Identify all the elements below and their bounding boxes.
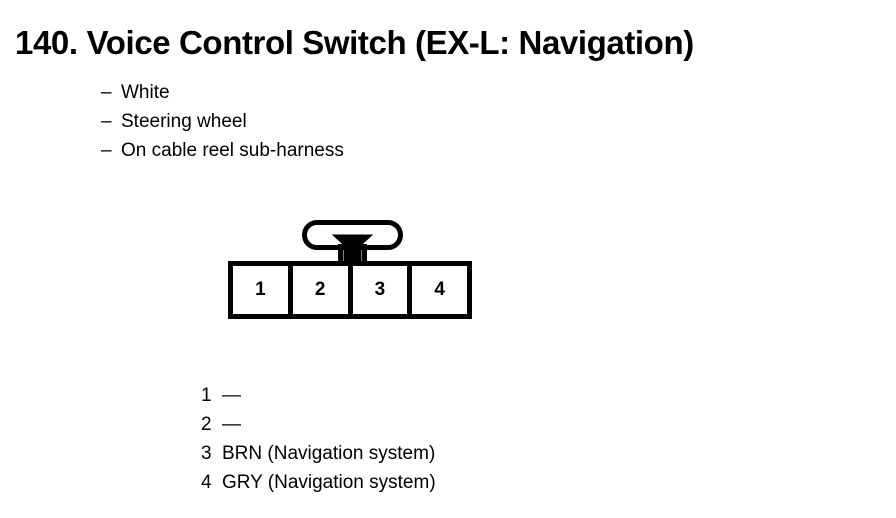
pin-number: 1: [201, 385, 212, 406]
connector-cell-1: 1: [233, 266, 293, 314]
connector-cell-number: 4: [434, 279, 445, 300]
spec-item-harness: –On cable reel sub-harness: [101, 136, 601, 165]
pin-number: 2: [201, 414, 212, 435]
spec-list: –White –Steering wheel –On cable reel su…: [101, 78, 601, 165]
spec-item-label: White: [121, 82, 170, 103]
spec-dash-icon: –: [101, 111, 112, 132]
page-title: 140.Voice Control Switch (EX-L: Navigati…: [15, 26, 694, 59]
pin-legend-row: 1—: [201, 381, 436, 410]
pin-description: GRY (Navigation system): [222, 472, 436, 493]
connector-body: 1 2 3 4: [228, 261, 472, 319]
connector-cell-2: 2: [293, 266, 353, 314]
spec-item-color: –White: [101, 78, 601, 107]
connector-cell-number: 1: [255, 279, 266, 300]
pin-description: —: [222, 385, 241, 406]
pin-number: 3: [201, 443, 212, 464]
connector-cell-number: 3: [374, 279, 386, 300]
page-title-text: Voice Control Switch (EX-L: Navigation): [86, 24, 695, 61]
connector-cell-3: 3: [353, 266, 413, 314]
connector-cell-number: 2: [314, 279, 326, 300]
pin-description: —: [222, 414, 241, 435]
spec-item-label: Steering wheel: [121, 111, 247, 132]
spec-item-location: –Steering wheel: [101, 107, 601, 136]
connector-symbol: 1 2 3 4: [228, 218, 474, 324]
pin-number: 4: [201, 472, 212, 493]
pin-legend-row: 4 GRY (Navigation system): [201, 468, 436, 497]
page-title-number: 140.: [15, 24, 78, 61]
spec-dash-icon: –: [101, 140, 112, 161]
locking-tab-icon: [302, 220, 403, 266]
spec-item-label: On cable reel sub-harness: [121, 140, 344, 161]
pin-legend-row: 2—: [201, 410, 436, 439]
connector-cell-4: 4: [412, 266, 467, 314]
pin-description: BRN (Navigation system): [222, 443, 436, 464]
pin-legend-row: 3 BRN (Navigation system): [201, 439, 436, 468]
spec-dash-icon: –: [101, 82, 112, 103]
